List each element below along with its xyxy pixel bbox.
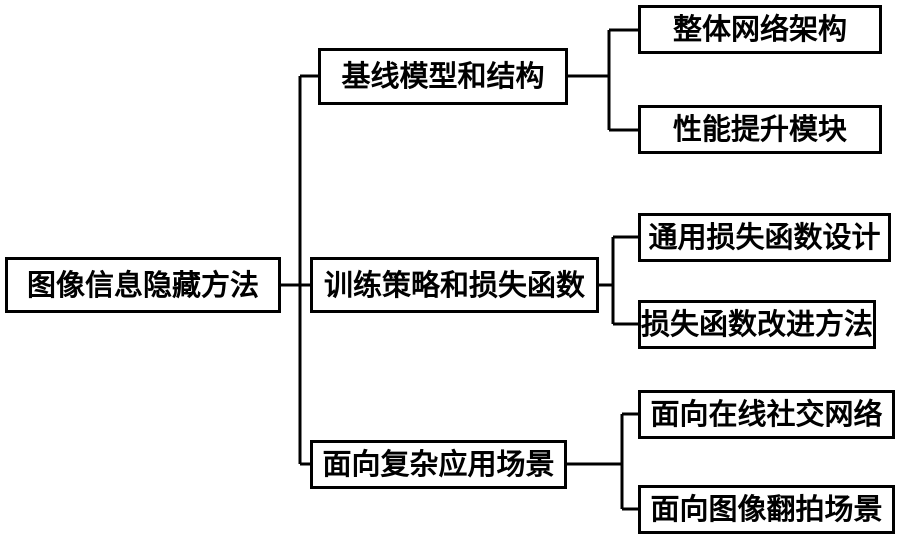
branch-node-label: 面向复杂应用场景 [322,447,555,481]
leaf-node-label: 性能提升模块 [672,112,847,146]
leaf-node-label: 面向在线社交网络 [650,397,883,431]
leaf-node-general-loss-design[interactable]: 通用损失函数设计 [638,213,891,262]
branch-node-baseline-model[interactable]: 基线模型和结构 [318,48,568,105]
leaf-node-performance-module[interactable]: 性能提升模块 [638,105,882,154]
leaf-node-label: 通用损失函数设计 [648,220,881,254]
leaf-node-overall-architecture[interactable]: 整体网络架构 [638,5,882,54]
leaf-node-online-social-network[interactable]: 面向在线社交网络 [638,390,895,439]
leaf-node-image-recapture[interactable]: 面向图像翻拍场景 [638,485,895,534]
leaf-node-label: 整体网络架构 [672,12,847,46]
leaf-node-loss-improvement[interactable]: 损失函数改进方法 [638,300,877,349]
root-node[interactable]: 图像信息隐藏方法 [5,257,281,313]
leaf-node-label: 面向图像翻拍场景 [650,492,883,526]
root-node-label: 图像信息隐藏方法 [26,267,259,302]
branch-node-label: 训练策略和损失函数 [323,267,585,302]
leaf-node-label: 损失函数改进方法 [641,307,874,341]
branch-node-training-strategy[interactable]: 训练策略和损失函数 [310,257,599,313]
branch-node-complex-scenarios[interactable]: 面向复杂应用场景 [310,440,567,489]
branch-node-label: 基线模型和结构 [341,59,545,93]
